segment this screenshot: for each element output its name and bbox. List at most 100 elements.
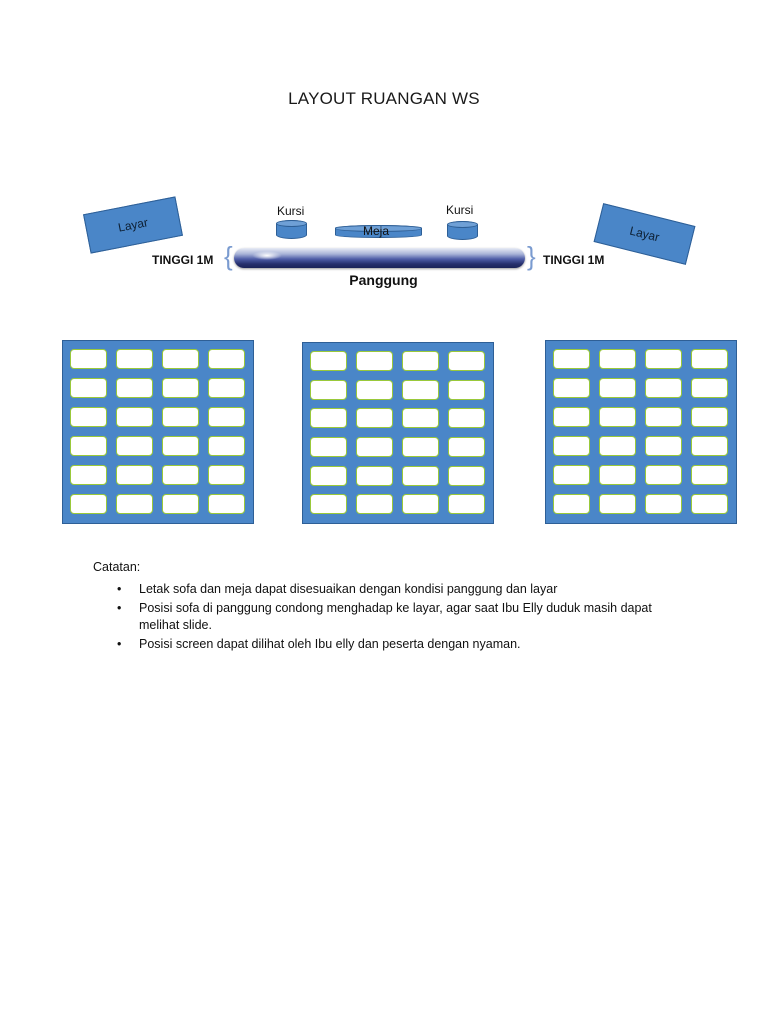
- brace-right: }: [527, 241, 536, 271]
- page-title: LAYOUT RUANGAN WS: [288, 89, 480, 108]
- seat: [691, 349, 728, 369]
- seat: [208, 349, 245, 369]
- seat: [448, 408, 485, 429]
- seat: [208, 465, 245, 485]
- screen-left-label: Layar: [116, 215, 150, 235]
- seat: [448, 351, 485, 371]
- seat: [402, 465, 439, 486]
- note-item: •Letak sofa dan meja dapat disesuaikan d…: [117, 581, 659, 598]
- seat: [645, 494, 682, 514]
- seating-block-left: [62, 340, 254, 524]
- seat: [599, 465, 636, 485]
- seat: [356, 351, 393, 371]
- seat: [645, 349, 682, 369]
- seating-block-center: [302, 342, 494, 524]
- chair-left-label: Kursi: [277, 204, 305, 218]
- seat: [116, 378, 153, 398]
- seat: [208, 436, 245, 456]
- seat: [310, 408, 347, 429]
- seat: [70, 349, 107, 369]
- seat: [448, 379, 485, 400]
- seat: [599, 378, 636, 398]
- seat: [116, 494, 153, 514]
- notes: Catatan: • Letak sofa dan meja dapat dise…: [93, 560, 659, 655]
- seat: [553, 378, 590, 398]
- stage: [234, 248, 525, 268]
- brace-left: {: [224, 241, 233, 271]
- seat: [162, 407, 199, 427]
- seat: [645, 407, 682, 427]
- seat: [448, 494, 485, 515]
- seat: [70, 436, 107, 456]
- chair-right: [447, 221, 478, 240]
- seat: [599, 349, 636, 369]
- seat: [553, 349, 590, 369]
- notes-title: Catatan:: [93, 560, 141, 574]
- seat: [116, 465, 153, 485]
- seat: [691, 436, 728, 456]
- seat: [208, 494, 245, 514]
- seat: [599, 436, 636, 456]
- seat: [599, 494, 636, 514]
- seat: [310, 465, 347, 486]
- seat: [116, 349, 153, 369]
- seat: [402, 351, 439, 371]
- seat: [162, 349, 199, 369]
- seat: [553, 436, 590, 456]
- seat: [162, 494, 199, 514]
- seat: [70, 407, 107, 427]
- seat: [310, 351, 347, 371]
- bullet-icon: •: [117, 637, 122, 651]
- seat: [162, 465, 199, 485]
- seat: [553, 465, 590, 485]
- seat: [448, 465, 485, 486]
- seat: [356, 465, 393, 486]
- table-label: Meja: [363, 224, 390, 238]
- seat: [691, 465, 728, 485]
- seat: [162, 436, 199, 456]
- note-item: • Posisi screen dapat dilihat oleh Ibu el…: [117, 636, 659, 653]
- chair-left: [276, 220, 307, 239]
- seat: [162, 378, 199, 398]
- seat: [70, 378, 107, 398]
- seat: [402, 379, 439, 400]
- seating-block-right: [545, 340, 737, 524]
- seat: [356, 494, 393, 515]
- seat: [691, 494, 728, 514]
- screen-left: Layar: [83, 196, 183, 254]
- seat: [645, 436, 682, 456]
- note-text: Posisi screen dapat dilihat oleh Ibu ell…: [139, 637, 521, 651]
- stage-label: Panggung: [349, 272, 418, 288]
- seat: [356, 408, 393, 429]
- note-text: Letak sofa dan meja dapat disesuaikan de…: [139, 582, 558, 596]
- seat: [691, 407, 728, 427]
- height-right-label: TINGGI 1M: [543, 253, 605, 267]
- seat: [356, 436, 393, 457]
- seat: [116, 407, 153, 427]
- seat: [448, 436, 485, 457]
- chair-right-label: Kursi: [446, 203, 474, 217]
- height-left-label: TINGGI 1M: [152, 253, 214, 267]
- seat: [402, 436, 439, 457]
- seat: [356, 379, 393, 400]
- seat: [310, 379, 347, 400]
- seat: [116, 436, 153, 456]
- seat: [691, 378, 728, 398]
- seat: [70, 465, 107, 485]
- seat: [645, 465, 682, 485]
- note-text: Posisi sofa di panggung condong menghada…: [139, 601, 652, 632]
- seat: [208, 407, 245, 427]
- seat: [310, 436, 347, 457]
- note-item: • Posisi sofa di panggung condong menghad…: [117, 600, 659, 634]
- screen-right-label: Layar: [628, 223, 661, 245]
- table: [335, 225, 422, 238]
- seat: [208, 378, 245, 398]
- notes-list: • Letak sofa dan meja dapat disesuaikan d…: [93, 581, 659, 653]
- seat: [310, 494, 347, 515]
- seat: [553, 407, 590, 427]
- seat: [553, 494, 590, 514]
- bullet-icon: •: [117, 601, 122, 615]
- seat: [599, 407, 636, 427]
- seat: [70, 494, 107, 514]
- seat: [402, 494, 439, 515]
